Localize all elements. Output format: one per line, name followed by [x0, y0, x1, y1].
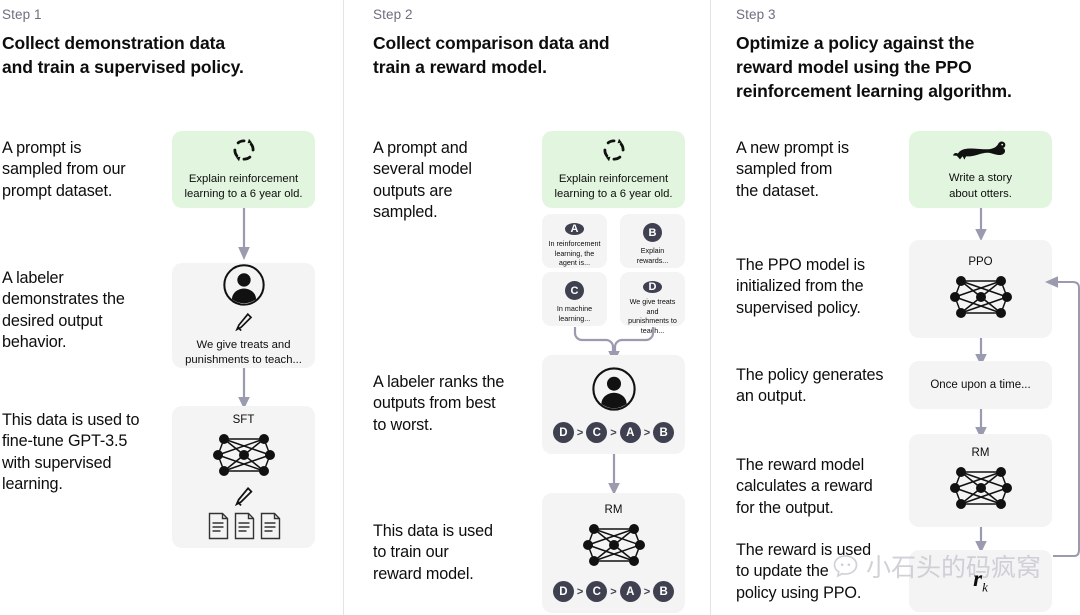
output-badge-b: B [643, 223, 662, 242]
person-icon [222, 264, 265, 306]
step-3-prompt-card[interactable]: Write a story about otters. [909, 131, 1052, 208]
rank-chip-2: C [586, 581, 608, 602]
rank-separator: > [643, 426, 651, 439]
output-badge-c: C [565, 281, 584, 300]
rank-separator: > [643, 585, 651, 598]
person-icon [591, 367, 636, 411]
step-3-ppo-title: PPO [968, 255, 993, 268]
rank-separator: > [576, 426, 584, 439]
rank-chip-1: D [552, 581, 574, 602]
neural-network-icon [949, 467, 1012, 509]
pencil-icon [234, 486, 253, 506]
step-2-rm-card[interactable]: RM D > C > A [542, 493, 685, 613]
step-1-caption-1: A prompt is sampled from our prompt data… [2, 139, 126, 200]
rank-chip-3: A [619, 581, 641, 602]
step-2-caption-1: A prompt and several model outputs are s… [373, 139, 472, 222]
step-2-ranking-row: D > C > A > B [552, 422, 675, 443]
neural-network-icon [212, 433, 275, 476]
step-1-prompt-card[interactable]: Explain reinforcement learning to a 6 ye… [172, 131, 315, 208]
neural-network-icon [949, 275, 1012, 318]
output-text-b: Explain rewards... [636, 246, 669, 265]
step-3-title: Optimize a policy against the reward mod… [736, 33, 1012, 102]
step-3-ppo-card[interactable]: PPO [909, 240, 1052, 338]
column-divider-2 [710, 0, 711, 615]
step-1-labeler-card[interactable]: We give treats and punishments to teach.… [172, 263, 315, 368]
step-3-rm-card[interactable]: RM [909, 434, 1052, 527]
step-3-output-card[interactable]: Once upon a time... [909, 361, 1052, 409]
step-2-rm-ranking-row: D > C > A > B [552, 581, 675, 602]
connector-arrow [608, 454, 620, 495]
output-badge-a: A [565, 223, 584, 235]
step-3-label: Step 3 [736, 7, 776, 22]
documents-icon [208, 512, 280, 539]
step-1-caption-3: This data is used to fine-tune GPT-3.5 w… [2, 411, 140, 494]
step-3-caption-2: The PPO model is initialized from the su… [736, 256, 865, 317]
step-3-prompt-text: Write a story about otters. [948, 172, 1013, 200]
reward-symbol-base: r [973, 566, 983, 592]
step-1-label: Step 1 [2, 7, 42, 22]
step-1-prompt-text: Explain reinforcement learning to a 6 ye… [184, 172, 303, 200]
pencil-icon [235, 312, 253, 332]
rank-separator: > [610, 585, 617, 598]
step-2-output-card-a[interactable]: A In reinforcement learning, the agent i… [542, 214, 607, 268]
step-2-output-card-d[interactable]: D We give treats and punishments to teac… [620, 272, 685, 335]
output-badge-d: D [643, 281, 662, 293]
step-2-rank-card[interactable]: D > C > A > B [542, 355, 685, 454]
output-text-a: In reinforcement learning, the agent is.… [548, 239, 601, 268]
neural-network-icon [582, 524, 645, 566]
step-3-caption-3: The policy generates an output. [736, 366, 884, 406]
step-2-output-card-c[interactable]: C In machine learning... [542, 272, 607, 326]
rank-separator: > [576, 585, 584, 598]
reward-symbol-subscript: k [982, 579, 988, 595]
step-3-caption-5: The reward is used to update the policy … [736, 541, 871, 602]
step-3-caption-1: A new prompt is sampled from the dataset… [736, 139, 849, 200]
step-2-prompt-card[interactable]: Explain reinforcement learning to a 6 ye… [542, 131, 685, 208]
step-3-reward-card[interactable]: rk [909, 550, 1052, 612]
step-1-sft-title: SFT [232, 413, 255, 426]
refresh-icon [602, 138, 625, 162]
step-3-column: Step 3 Optimize a policy against the rew… [711, 0, 1080, 615]
connector-arrow [238, 208, 250, 260]
rank-chip-4: B [653, 422, 675, 443]
connector-arrow [975, 527, 987, 553]
otter-icon [952, 141, 1005, 161]
connector-arrow [975, 409, 987, 439]
step-3-caption-4: The reward model calculates a reward for… [736, 456, 873, 517]
connector-arrow [975, 338, 987, 366]
step-1-title: Collect demonstration data and train a s… [2, 33, 244, 78]
step-1-caption-2: A labeler demonstrates the desired outpu… [2, 269, 125, 352]
output-text-c: In machine learning... [556, 304, 593, 323]
step-3-output-text: Once upon a time... [930, 379, 1031, 391]
rank-separator: > [610, 426, 617, 439]
connector-arrow [238, 368, 250, 409]
step-2-label: Step 2 [373, 7, 413, 22]
rank-chip-3: A [619, 422, 641, 443]
reward-symbol: rk [973, 566, 988, 596]
step-2-output-card-b[interactable]: B Explain rewards... [620, 214, 685, 268]
step-2-caption-3: This data is used to train our reward mo… [373, 522, 493, 583]
step-2-prompt-text: Explain reinforcement learning to a 6 ye… [554, 172, 673, 200]
feedback-loop-connector [1045, 276, 1080, 557]
step-2-caption-2: A labeler ranks the outputs from best to… [373, 373, 505, 434]
step-3-rm-title: RM [971, 447, 990, 459]
step-1-labeler-text: We give treats and punishments to teach.… [185, 338, 302, 366]
refresh-icon [232, 138, 255, 162]
rank-chip-4: B [653, 581, 675, 602]
step-1-column: Step 1 Collect demonstration data and tr… [0, 0, 343, 615]
rank-chip-2: C [586, 422, 608, 443]
column-divider-1 [343, 0, 344, 615]
rank-chip-1: D [552, 422, 574, 443]
step-2-column: Step 2 Collect comparison data and train… [344, 0, 710, 615]
step-1-sft-card[interactable]: SFT [172, 406, 315, 548]
connector-arrow [975, 208, 987, 241]
step-2-rm-title: RM [604, 504, 623, 516]
step-2-title: Collect comparison data and train a rewa… [373, 33, 610, 78]
